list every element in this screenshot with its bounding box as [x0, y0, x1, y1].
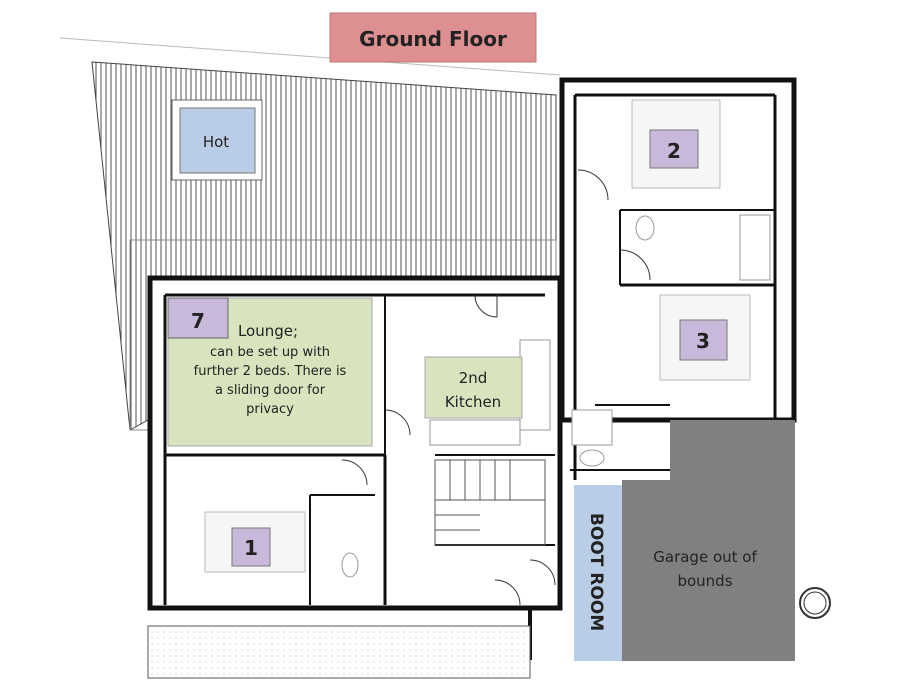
- title-box: [329, 12, 537, 63]
- kitchen-label-line: 2nd: [459, 369, 488, 387]
- bedroom-1-label: 1: [244, 536, 258, 560]
- site-boundary-line: [59, 37, 561, 76]
- bedroom-1-badge: [231, 527, 271, 567]
- bedroom-3-label: 3: [696, 329, 710, 353]
- bedroom-2-label: 2: [667, 139, 681, 163]
- boot-room: [574, 485, 622, 661]
- garage-label-line: Garage out of: [653, 548, 757, 566]
- bedroom-2-badge: [649, 129, 699, 169]
- doors: [341, 169, 651, 606]
- lounge-number: 7: [191, 309, 205, 333]
- lounge-number-badge: [167, 297, 229, 339]
- lounge-desc-line: further 2 beds. There is: [194, 364, 347, 379]
- staircase: [434, 459, 546, 546]
- front-path: [147, 625, 531, 679]
- lounge-desc-line: privacy: [246, 402, 294, 417]
- garage-label-line: bounds: [677, 572, 732, 590]
- bedroom-3-badge: [679, 319, 728, 361]
- boot-room-label: BOOT ROOM: [586, 513, 606, 631]
- kitchen-label-line: Kitchen: [445, 393, 501, 411]
- garage-upper: [670, 420, 795, 482]
- hot-tub-label: Hot: [203, 133, 229, 151]
- water-butt: [799, 587, 831, 619]
- lounge-desc-line: a sliding door for: [215, 383, 326, 398]
- kitchen-area: [424, 356, 523, 419]
- lounge-desc-line: can be set up with: [210, 345, 330, 360]
- page-title: Ground Floor: [359, 27, 507, 51]
- garage: [622, 480, 795, 661]
- lounge-title: Lounge;: [238, 322, 298, 340]
- hot-tub: [171, 99, 263, 181]
